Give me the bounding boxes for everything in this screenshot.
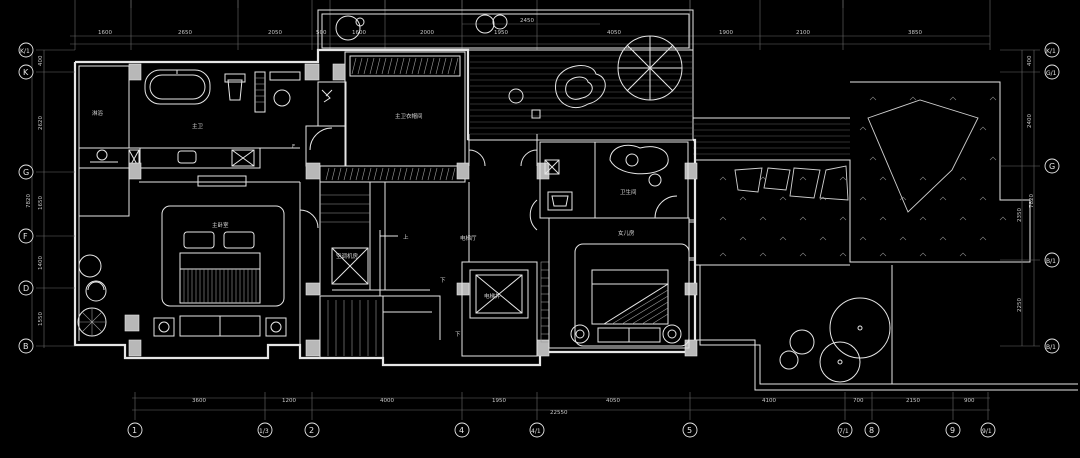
stair-mark-down-1: 下 (440, 277, 446, 284)
right-dim-1: 400 (1027, 55, 1033, 66)
bottom-dim-3: 4000 (380, 398, 394, 404)
bottom-dim-2: 1200 (282, 398, 296, 404)
left-axis-b: B (23, 342, 29, 351)
top-dim-11: 3850 (908, 30, 922, 36)
bottom-axis-8: 8 (869, 426, 874, 435)
top-dim-over: 2450 (520, 18, 534, 24)
stair-mark-up: 上 (403, 233, 409, 241)
top-dim-9: 1900 (719, 30, 733, 36)
left-axis-k1: K/1 (20, 48, 30, 55)
top-dim-3: 2050 (268, 30, 282, 36)
bottom-axis-2: 2 (309, 426, 314, 435)
left-dim-3: 7820 (26, 194, 32, 208)
master-bath: 淋浴 主卫 (78, 65, 301, 169)
right-axis-g1: G/1 (1046, 70, 1057, 77)
top-dim-8: 4050 (607, 30, 621, 36)
top-dim-4: 500 (316, 30, 327, 36)
door-mark-f: F (292, 144, 295, 150)
bottom-axis-1-3: 1/3 (259, 428, 269, 435)
daughter-room: 女儿房 (548, 217, 696, 349)
right-dim-4: 2350 (1017, 208, 1023, 222)
bottom-dim-1: 3600 (192, 398, 206, 404)
trees (779, 297, 891, 383)
right-axes: 400 2400 7820 2350 2250 K/1 G/1 G B/1 B/… (1000, 42, 1060, 354)
bottom-axis-4: 4 (459, 426, 464, 435)
stepping-stones (734, 165, 849, 201)
left-dim-4: 1650 (38, 196, 44, 210)
left-axes: 400 2620 7820 1650 1400 1550 K/1 K G F D… (18, 42, 75, 354)
master-bedroom: 主卧室 F (77, 144, 319, 345)
lower-garden (694, 265, 1078, 391)
bottom-axis-9: 9 (950, 426, 955, 435)
left-axis-f: F (23, 232, 28, 241)
master-closet: 主卫衣帽间 (305, 51, 466, 183)
bottom-dim-7: 700 (853, 398, 864, 404)
right-dim-5: 2250 (1017, 298, 1023, 312)
right-dim-2: 2400 (1027, 114, 1033, 128)
bottom-dim-5: 4050 (606, 398, 620, 404)
left-axis-k: K (23, 68, 29, 77)
elevator: 电梯井 (461, 261, 550, 357)
top-dim-7: 1950 (494, 30, 508, 36)
bottom-dim-9: 900 (964, 398, 975, 404)
bottom-dim-8: 2150 (906, 398, 920, 404)
left-dim-1: 400 (38, 55, 44, 66)
bottom-dimension-string: 3600 1200 4000 1950 4050 4100 700 2150 9… (127, 392, 996, 438)
bottom-axis-4-1: 4/1 (531, 428, 541, 435)
left-axis-d: D (23, 284, 29, 293)
bottom-dim-total: 22550 (550, 410, 568, 416)
bottom-axis-5: 5 (687, 426, 692, 435)
bottom-axis-9-1: 9/1 (982, 428, 992, 435)
tree-cluster (335, 14, 508, 41)
left-dim-5: 1400 (38, 256, 44, 270)
top-dim-1: 1600 (98, 30, 112, 36)
stair-mark-down-2: 下 (455, 331, 461, 338)
parasol (617, 35, 683, 101)
bottom-dim-4: 1950 (492, 398, 506, 404)
bottom-axis-1: 1 (132, 426, 137, 435)
bottom-dim-6: 4100 (762, 398, 776, 404)
garden-pond (867, 99, 979, 213)
stair-and-hall: 空调机房 上 下 下 电梯厅 (319, 134, 538, 365)
bottom-axis-7-1: 7/1 (839, 428, 849, 435)
top-dim-10: 2100 (796, 30, 810, 36)
left-axis-g: G (23, 168, 29, 177)
top-dim-2: 2650 (178, 30, 192, 36)
left-dim-2: 2620 (38, 116, 44, 130)
top-dim-6: 2000 (420, 30, 434, 36)
room-label-master-bath: 主卫 (192, 122, 204, 130)
room-label-shaft: 空调机房 (336, 252, 359, 260)
top-dimension-string: 1600 2650 2050 500 1600 2000 1950 4050 1… (70, 0, 991, 50)
garden-lawn (694, 81, 1031, 266)
left-dim-6: 1550 (38, 312, 44, 326)
room-label-master-closet: 主卫衣帽间 (395, 112, 423, 120)
right-axis-b1-upper: B/1 (1046, 258, 1056, 265)
right-dim-3: 7820 (1029, 194, 1035, 208)
room-label-bath2: 卫生间 (620, 188, 637, 196)
right-axis-b1-lower: B/1 (1046, 344, 1056, 351)
room-label-elevator: 电梯井 (484, 292, 501, 300)
room-label-shower: 淋浴 (92, 109, 104, 117)
right-axis-k1: K/1 (1046, 48, 1056, 55)
room-label-elevator-hall: 电梯厅 (460, 234, 477, 242)
second-bath: 卫生间 (529, 141, 689, 231)
lounge-rug (555, 65, 606, 109)
wood-deck (467, 35, 850, 155)
room-label-daughter-room: 女儿房 (618, 229, 635, 237)
room-label-master-bedroom: 主卧室 (212, 221, 229, 229)
right-axis-g: G (1049, 162, 1055, 171)
